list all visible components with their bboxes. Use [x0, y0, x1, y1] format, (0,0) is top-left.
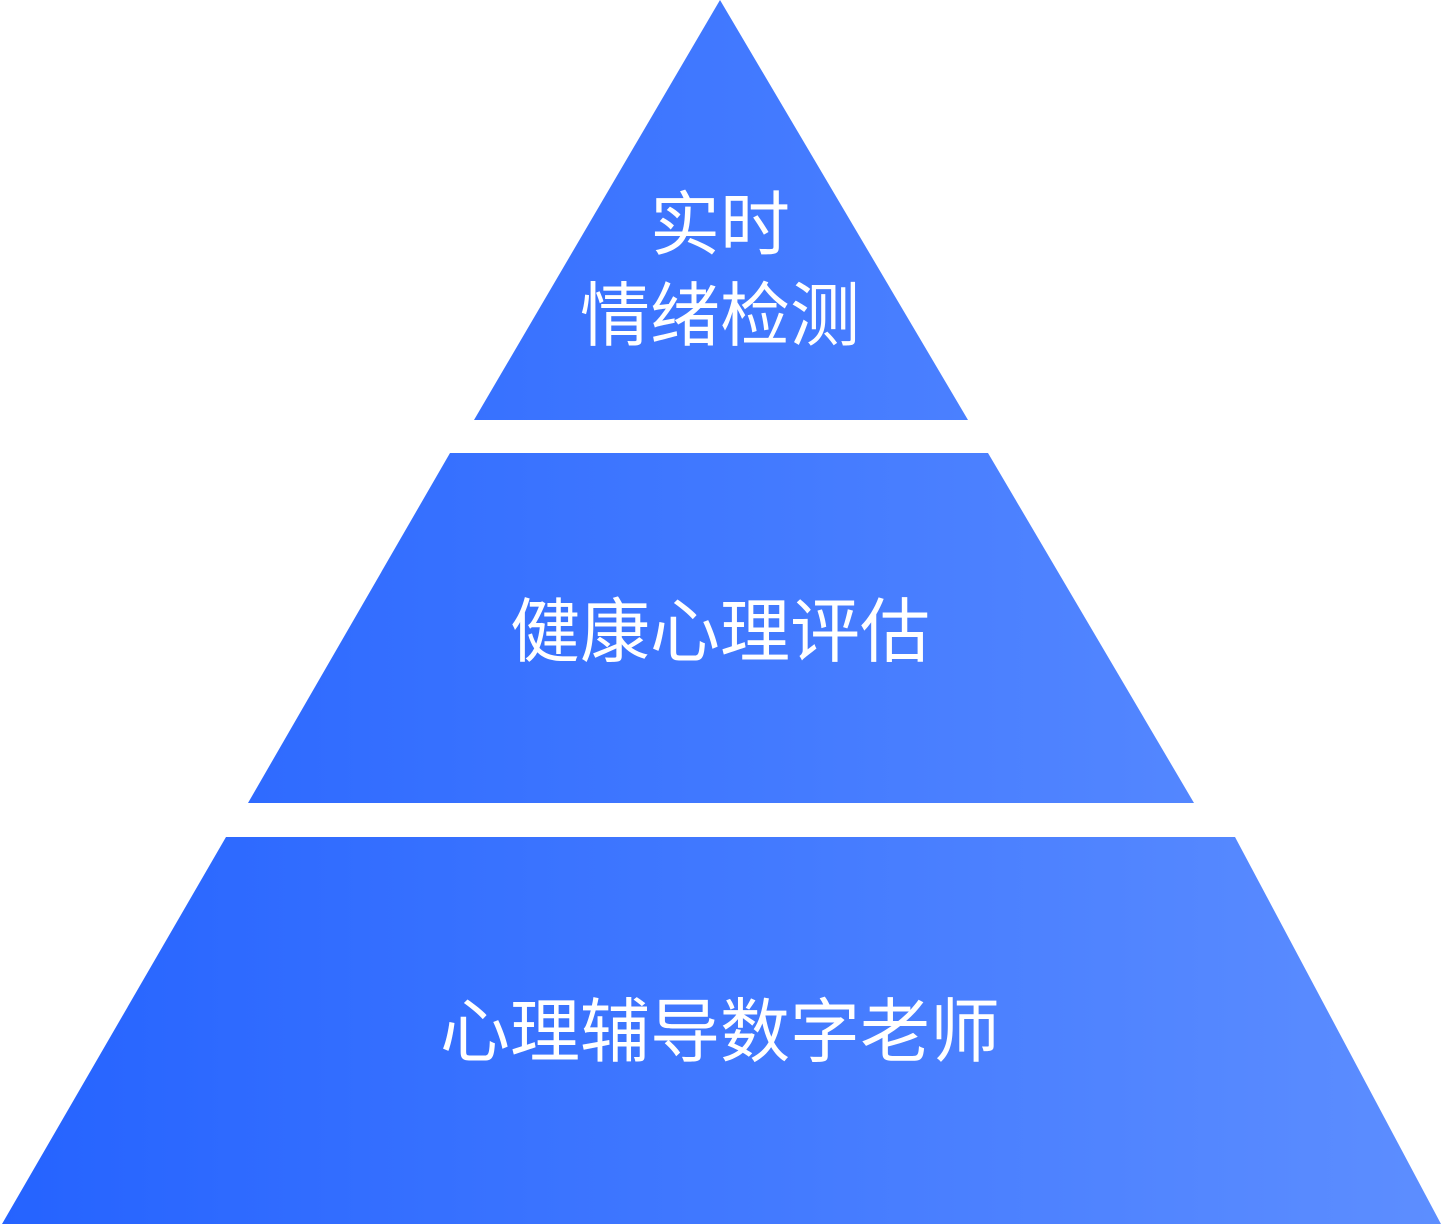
- tier-middle-label: 健康心理评估: [510, 591, 930, 673]
- tier-top-shape: [474, 0, 968, 420]
- pyramid-tier-middle: 健康心理评估: [248, 453, 1194, 803]
- tier-bottom-label: 心理辅导数字老师: [440, 991, 1000, 1073]
- pyramid-tier-top: 实时 情绪检测: [474, 0, 968, 420]
- tier-middle-shape: [248, 453, 1194, 803]
- tier-bottom-shape: [2, 837, 1441, 1224]
- pyramid-tier-bottom: 心理辅导数字老师: [2, 837, 1441, 1224]
- tier-top-label-line-2: 情绪检测: [580, 275, 860, 357]
- tier-top-label-line-1: 实时: [650, 184, 790, 266]
